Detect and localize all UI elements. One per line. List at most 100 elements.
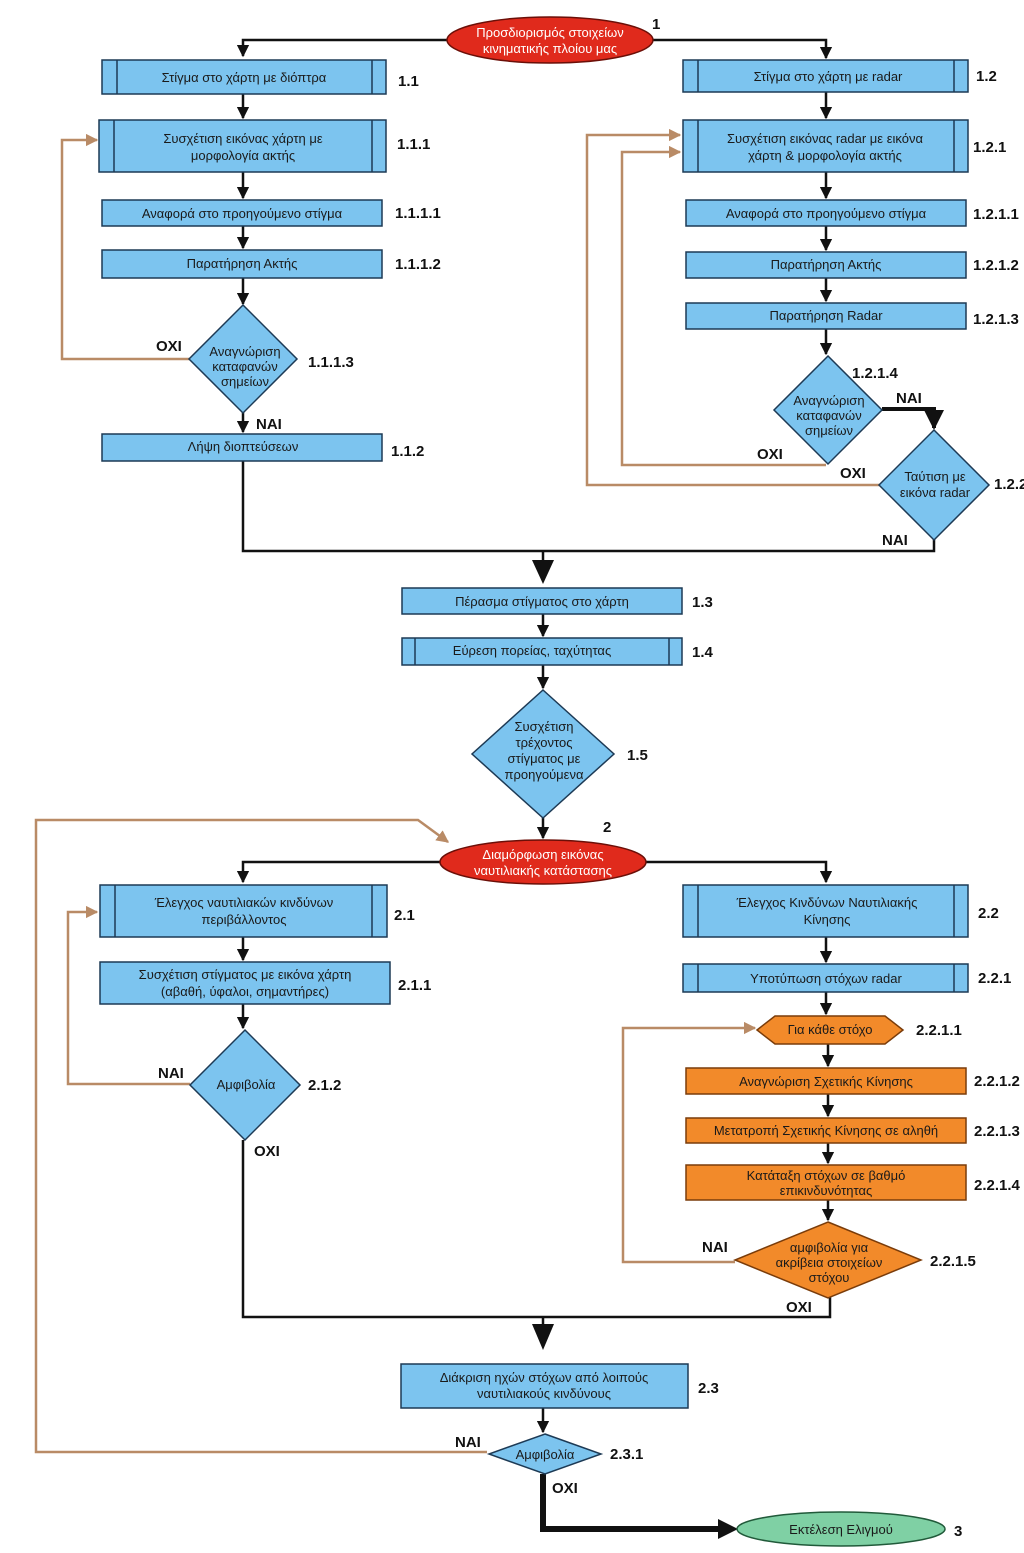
node-1-2-1-1-number: 1.2.1.1: [973, 206, 1019, 223]
node-2-2-text-2: Κίνησης: [804, 912, 851, 927]
node-2-2-1-1-number: 2.2.1.1: [916, 1022, 962, 1039]
node-1-2-1-4-text-2: καταφανών: [796, 408, 861, 423]
node-1-1-2-text: Λήψη διοπτεύσεων: [188, 439, 299, 454]
node-1-1-1-text-2: μορφολογία ακτής: [191, 148, 295, 163]
node-1-number: 1: [652, 16, 660, 33]
node-2-3-number: 2.3: [698, 1380, 719, 1397]
node-1-5: Συσχέτιση τρέχοντος στίγματος με προηγού…: [470, 688, 648, 820]
node-3-number: 3: [954, 1523, 962, 1540]
label-yes-2-2-1-5: ΝΑΙ: [702, 1239, 728, 1256]
node-2-2-1-4-text-2: επικινδυνότητας: [780, 1183, 873, 1198]
node-2-1-1-number: 2.1.1: [398, 977, 431, 994]
node-2-3-1: Αμφιβολία 2.3.1 ΝΑΙ ΟΧΙ: [455, 1433, 643, 1497]
node-2-1-1-text-2: (αβαθή, ύφαλοι, σημαντήρες): [161, 984, 329, 999]
node-1-2-1-text-2: χάρτη & μορφολογία ακτής: [748, 148, 902, 163]
label-yes-2-1-2: ΝΑΙ: [158, 1065, 184, 1082]
node-3-text: Εκτέλεση Ελιγμού: [789, 1522, 893, 1537]
label-yes-1-2-1-4: ΝΑΙ: [896, 390, 922, 407]
node-1-2-1-3-number: 1.2.1.3: [973, 311, 1019, 328]
node-1-1-1-3: Αναγνώριση καταφανών σημείων 1.1.1.3 ΟΧΙ…: [156, 303, 354, 433]
node-1: Προσδιορισμός στοιχείων κινηματικής πλοί…: [446, 16, 660, 64]
node-2-1-2-number: 2.1.2: [308, 1077, 341, 1094]
label-no-1-2-2: ΟΧΙ: [840, 465, 866, 482]
node-2-1-1-text-1: Συσχέτιση στίγματος με εικόνα χάρτη: [139, 967, 352, 982]
node-2-2-1-3-text: Μετατροπή Σχετικής Κίνησης σε αληθή: [714, 1123, 938, 1138]
node-1-5-text-2: τρέχοντος: [516, 735, 573, 750]
node-1-1-number: 1.1: [398, 73, 419, 90]
node-2-1: Έλεγχος ναυτιλιακών κινδύνων περιβάλλοντ…: [99, 884, 415, 938]
node-2-2: Έλεγχος Κινδύνων Ναυτιλιακής Κίνησης 2.2: [682, 884, 999, 938]
node-1-1-1-3-text-2: καταφανών: [212, 359, 277, 374]
node-2-1-1: Συσχέτιση στίγματος με εικόνα χάρτη (αβα…: [99, 961, 431, 1005]
node-1-2-1-1: Αναφορά στο προηγούμενο στίγμα 1.2.1.1: [685, 199, 1019, 227]
node-1-2-number: 1.2: [976, 68, 997, 85]
node-1-2-1-4-number: 1.2.1.4: [852, 365, 899, 382]
node-3: Εκτέλεση Ελιγμού 3: [736, 1511, 962, 1547]
node-1-5-number: 1.5: [627, 747, 648, 764]
node-2-1-text-2: περιβάλλοντος: [201, 912, 286, 927]
label-yes-2-3-1: ΝΑΙ: [455, 1434, 481, 1451]
node-1-2-text: Στίγμα στο χάρτη με radar: [754, 69, 903, 84]
node-2-text-2: ναυτιλιακής κατάστασης: [474, 863, 612, 878]
node-2-number: 2: [603, 819, 611, 836]
label-no-2-1-2: ΟΧΙ: [254, 1143, 280, 1160]
node-1-2-2-number: 1.2.2: [994, 476, 1024, 493]
node-1-2-1-4-text-3: σημείων: [805, 423, 853, 438]
node-2-text-1: Διαμόρφωση εικόνας: [482, 847, 603, 862]
node-1-text-1: Προσδιορισμός στοιχείων: [476, 25, 624, 40]
node-2-2-1-text: Υποτύπωση στόχων radar: [750, 971, 902, 986]
node-1-1-text: Στίγμα στο χάρτη με διόπτρα: [162, 70, 327, 85]
node-2-2-1-5: αμφιβολία για ακρίβεια στοιχείων στόχου …: [702, 1221, 976, 1316]
node-1-3-number: 1.3: [692, 594, 713, 611]
label-no-2-2-1-5: ΟΧΙ: [786, 1299, 812, 1316]
node-1-1-1-3-number: 1.1.1.3: [308, 354, 354, 371]
node-1-4: Εύρεση πορείας, ταχύτητας 1.4: [401, 637, 714, 666]
node-1-2-1-3: Παρατήρηση Radar 1.2.1.3: [685, 302, 1019, 330]
label-yes-1-1-1-3: ΝΑΙ: [256, 416, 282, 433]
node-1-2-1-4: Αναγνώριση καταφανών σημείων 1.2.1.4 ΝΑΙ…: [757, 354, 922, 466]
node-1-1-1-2-text: Παρατήρηση Ακτής: [187, 256, 298, 271]
node-2-2-1-4-number: 2.2.1.4: [974, 1177, 1021, 1194]
node-1-2: Στίγμα στο χάρτη με radar 1.2: [682, 59, 997, 93]
node-1-5-text-1: Συσχέτιση: [514, 719, 573, 734]
node-2-2-1-4-text-1: Κατάταξη στόχων σε βαθμό: [747, 1168, 906, 1183]
node-1-2-1: Συσχέτιση εικόνας radar με εικόνα χάρτη …: [682, 119, 1006, 173]
node-2-2-1-4: Κατάταξη στόχων σε βαθμό επικινδυνότητας…: [685, 1164, 1021, 1201]
node-2-2-1-number: 2.2.1: [978, 970, 1011, 987]
node-2-2-1-5-text-1: αμφιβολία για: [790, 1240, 869, 1255]
node-1-2-2-text-2: εικόνα radar: [900, 485, 971, 500]
node-1-1-1-text-1: Συσχέτιση εικόνας χάρτη με: [163, 131, 322, 146]
node-2-1-2-text: Αμφιβολία: [217, 1077, 276, 1092]
node-1-2-1-3-text: Παρατήρηση Radar: [769, 308, 883, 323]
node-2-2-1: Υποτύπωση στόχων radar 2.2.1: [682, 963, 1011, 993]
node-2-1-number: 2.1: [394, 907, 415, 924]
node-1-1-1-1-text: Αναφορά στο προηγούμενο στίγμα: [142, 206, 343, 221]
node-1-2-1-2-number: 1.2.1.2: [973, 257, 1019, 274]
node-1-2-1-4-text-1: Αναγνώριση: [793, 393, 864, 408]
node-2-2-1-3: Μετατροπή Σχετικής Κίνησης σε αληθή 2.2.…: [685, 1117, 1020, 1144]
node-1-3-text: Πέρασμα στίγματος στο χάρτη: [455, 594, 629, 609]
node-1-2-2: Ταύτιση με εικόνα radar 1.2.2 ΟΧΙ ΝΑΙ: [840, 428, 1024, 549]
node-1-2-1-2: Παρατήρηση Ακτής 1.2.1.2: [685, 251, 1019, 279]
node-2-3: Διάκριση ηχών στόχων από λοιπούς ναυτιλι…: [400, 1363, 719, 1409]
node-1-1-1-2-number: 1.1.1.2: [395, 256, 441, 273]
label-no-2-3-1: ΟΧΙ: [552, 1480, 578, 1497]
node-1-2-1-text-1: Συσχέτιση εικόνας radar με εικόνα: [727, 131, 923, 146]
node-1-1-1-1: Αναφορά στο προηγούμενο στίγμα 1.1.1.1: [101, 199, 441, 227]
node-1-1-1-1-number: 1.1.1.1: [395, 205, 441, 222]
node-2-1-2: Αμφιβολία 2.1.2 ΝΑΙ ΟΧΙ: [158, 1028, 341, 1160]
node-2-2-1-2-number: 2.2.1.2: [974, 1073, 1020, 1090]
node-2-1-text-1: Έλεγχος ναυτιλιακών κινδύνων: [154, 895, 334, 910]
node-1-4-text: Εύρεση πορείας, ταχύτητας: [453, 643, 611, 658]
node-2-3-text-1: Διάκριση ηχών στόχων από λοιπούς: [440, 1370, 649, 1385]
node-2-3-1-number: 2.3.1: [610, 1446, 643, 1463]
node-2: Διαμόρφωση εικόνας ναυτιλιακής κατάσταση…: [439, 819, 647, 885]
node-1-2-1-1-text: Αναφορά στο προηγούμενο στίγμα: [726, 206, 927, 221]
node-2-2-1-2-text: Αναγνώριση Σχετικής Κίνησης: [739, 1074, 913, 1089]
node-1-5-text-3: στίγματος με: [508, 751, 581, 766]
label-no-1-1-1-3: ΟΧΙ: [156, 338, 182, 355]
label-no-1-2-1-4: ΟΧΙ: [757, 446, 783, 463]
node-2-2-text-1: Έλεγχος Κινδύνων Ναυτιλιακής: [736, 895, 918, 910]
node-1-1-1-3-text-3: σημείων: [221, 374, 269, 389]
